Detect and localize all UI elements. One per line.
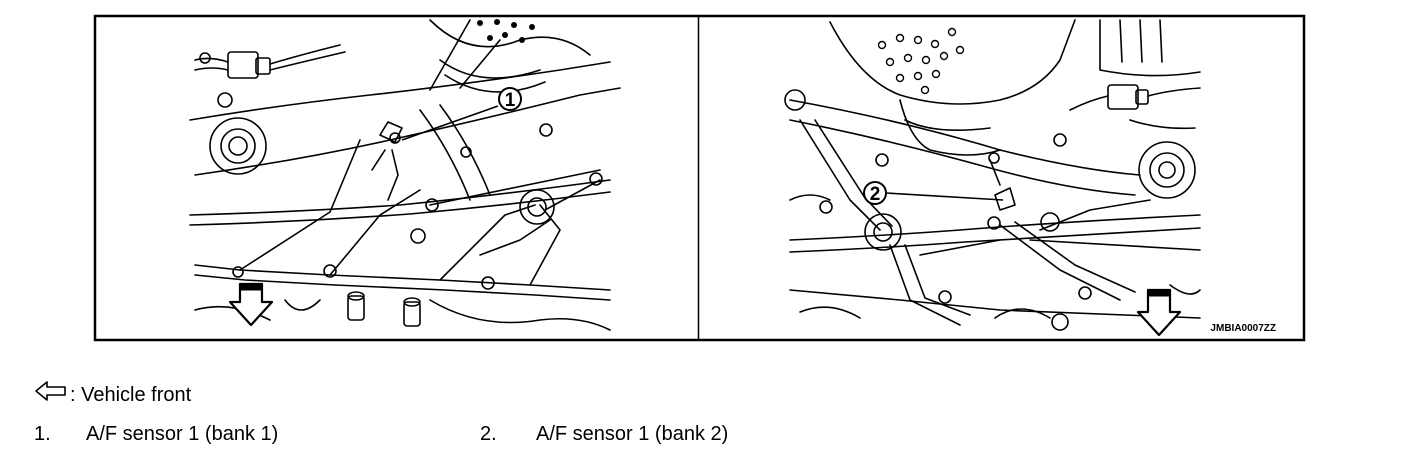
callout-1-label: 1 <box>505 90 516 111</box>
figure-code: JMBIA0007ZZ <box>1210 323 1276 334</box>
callout-1-leader <box>401 105 499 141</box>
legend-item-2-label: A/F sensor 1 (bank 2) <box>536 423 729 445</box>
exploded-view-figure: 1 <box>93 14 1306 342</box>
left-panel-drawing <box>189 19 621 331</box>
legend-item-1-label: A/F sensor 1 (bank 1) <box>86 423 279 445</box>
legend-item-2-number: 2. <box>480 423 497 445</box>
hollow-arrow-left-icon <box>35 381 66 401</box>
right-panel-drawing <box>784 19 1201 331</box>
legend-item-1-number: 1. <box>34 423 51 445</box>
callout-2-label: 2 <box>870 184 881 205</box>
callout-2-circle <box>863 181 887 205</box>
figure-frame <box>93 14 1306 342</box>
callout-1-circle <box>498 87 522 111</box>
callout-2-leader <box>885 192 1004 201</box>
legend-vehicle-front: : Vehicle front <box>70 384 192 406</box>
